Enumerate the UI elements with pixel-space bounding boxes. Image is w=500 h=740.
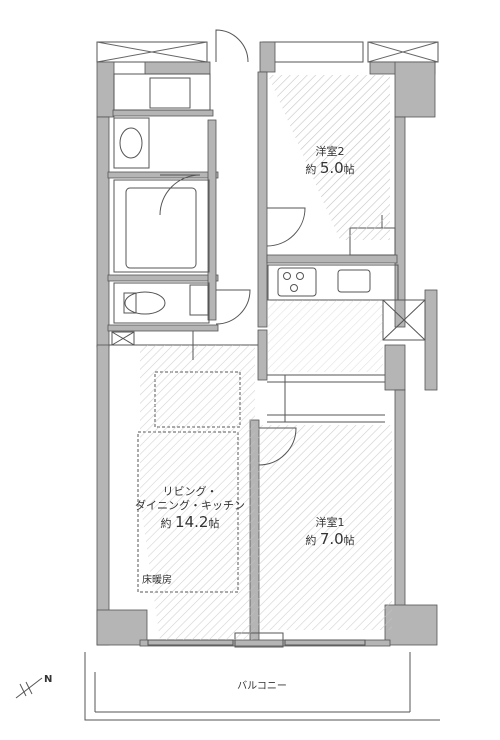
north-arrow-icon [15,677,43,699]
size-value: 7.0 [319,529,344,548]
north-label: N [44,674,53,685]
floor-heating-label: 床暖房 [142,575,172,586]
size-value: 5.0 [319,158,344,177]
room-name-western1: 洋室1 [315,516,345,529]
room-name-western2: 洋室2 [315,145,345,158]
north-arrow: N [12,672,57,702]
size-unit: 帖 [343,533,355,547]
room-label-western1: 洋室1 約 7.0帖 [290,516,370,549]
room-size-western1: 約 7.0帖 [290,530,370,549]
door-swings [159,29,306,466]
top-windows [96,41,439,63]
room-label-western2: 洋室2 約 5.0帖 [290,145,370,178]
room-name-ldk-line1: リビング・ [162,485,218,498]
room-outlines [84,73,440,721]
room-name-ldk-line2: ダイニング・キッチン [135,498,245,512]
balcony-label: バルコニー [237,681,287,692]
room-size-western2: 約 5.0帖 [290,159,370,178]
size-unit: 帖 [208,516,220,530]
room-label-ldk: リビング・ ダイニング・キッチン 約 14.2帖 [110,485,270,531]
size-prefix: 約 [305,533,317,547]
size-unit: 帖 [343,162,355,176]
hatched-areas [140,75,392,640]
size-prefix: 約 [160,516,172,530]
size-prefix: 約 [305,162,317,176]
room-size-ldk: 約 14.2帖 [110,513,270,532]
size-value: 14.2 [175,512,209,531]
